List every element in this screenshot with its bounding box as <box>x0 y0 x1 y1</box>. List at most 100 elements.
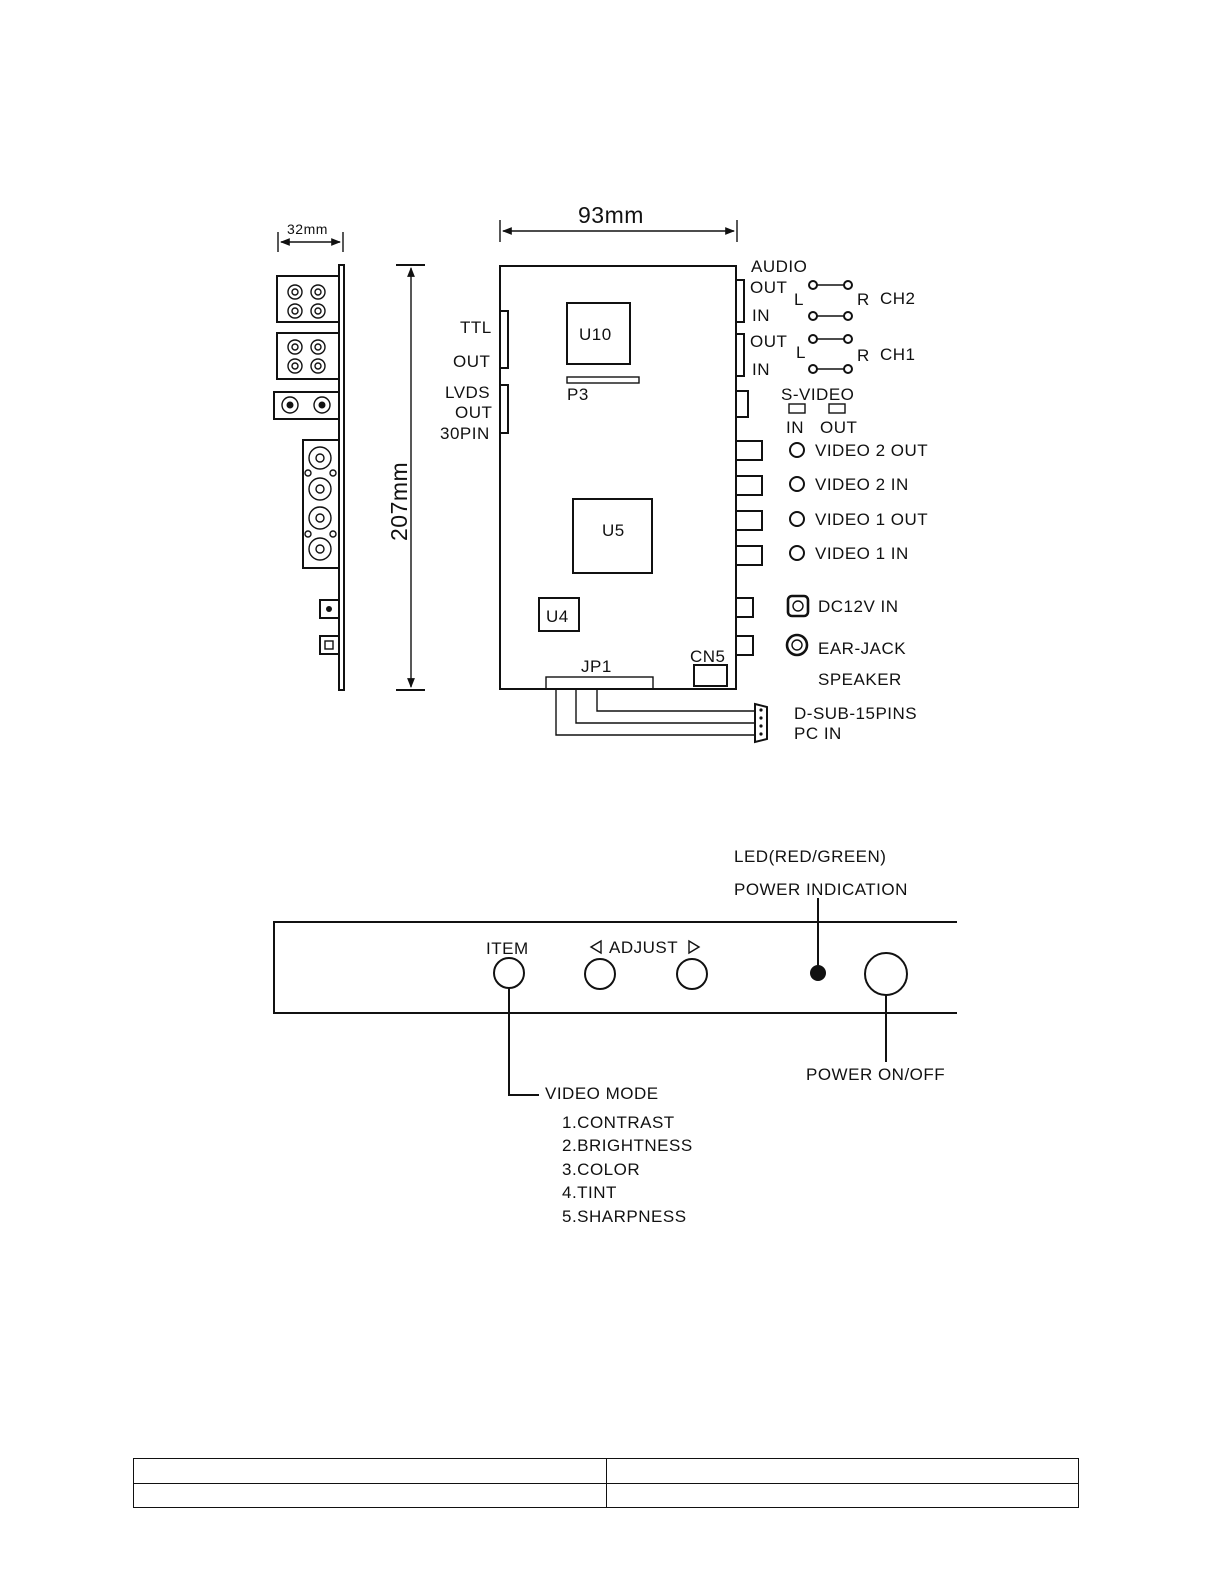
video1-out-jack <box>789 511 805 527</box>
connector-cn5-label: CN5 <box>690 647 726 666</box>
ear-jack-icon <box>785 633 809 657</box>
board-outline <box>499 265 737 690</box>
adjust-right-arrow-icon <box>688 939 701 955</box>
video1-out-connector <box>735 510 763 531</box>
audio-r-ch1: R <box>857 346 870 365</box>
ttl-out-label: OUT <box>453 352 490 371</box>
ch2-label: CH2 <box>880 289 916 308</box>
video1-in-label: VIDEO 1 IN <box>815 544 909 563</box>
connector-p3 <box>566 376 640 384</box>
audio-ch1-jacks <box>808 334 853 374</box>
side-rca-block-2 <box>276 332 340 380</box>
audio-out-ch2: OUT <box>750 278 787 297</box>
board-width-label: 93mm <box>578 202 644 228</box>
power-button[interactable] <box>864 952 908 996</box>
adjust-right-button[interactable] <box>676 958 708 990</box>
svideo-connector <box>735 390 749 418</box>
side-ear-jack <box>319 635 340 655</box>
ttl-out-connector <box>499 310 509 369</box>
power-onoff-label: POWER ON/OFF <box>806 1065 945 1084</box>
video2-in-label: VIDEO 2 IN <box>815 475 909 494</box>
table-cell <box>133 1458 607 1484</box>
control-panel: LED(RED/GREEN) POWER INDICATION ITEM ADJ… <box>273 847 957 1226</box>
audio-title: AUDIO <box>751 257 807 276</box>
audio-ch2-jacks <box>808 280 853 321</box>
chip-u10-label: U10 <box>579 325 612 344</box>
ear-jack-label: EAR-JACK <box>818 639 906 658</box>
connector-cn5 <box>693 664 728 687</box>
dc12v-label: DC12V IN <box>818 597 899 616</box>
svideo-in-label: IN <box>786 418 804 437</box>
menu-item-sharpness: 5.SHARPNESS <box>562 1207 687 1226</box>
audio-r-ch2: R <box>857 290 870 309</box>
side-svideo-block <box>273 391 340 420</box>
audio-in-ch1: IN <box>752 360 770 379</box>
svideo-title: S-VIDEO <box>781 385 854 404</box>
svideo-out-port <box>828 403 846 414</box>
chip-u5-label: U5 <box>602 521 625 540</box>
side-view: 32mm <box>273 221 425 691</box>
connector-jp1-label: JP1 <box>581 657 612 676</box>
height-dimension-label: 207mm <box>386 462 412 541</box>
side-rca-block-1 <box>276 275 340 323</box>
lvds-out-label: OUT <box>455 403 492 422</box>
video1-out-label: VIDEO 1 OUT <box>815 510 928 529</box>
item-label: ITEM <box>486 939 529 958</box>
menu-item-color: 3.COLOR <box>562 1160 640 1179</box>
video2-out-jack <box>789 442 805 458</box>
video2-in-jack <box>789 476 805 492</box>
svideo-out-label: OUT <box>820 418 857 437</box>
led-label: LED(RED/GREEN) <box>734 847 886 866</box>
side-video-block <box>302 439 340 569</box>
table-cell <box>605 1482 1079 1508</box>
table-row <box>133 1482 1079 1508</box>
audio-out-ch1: OUT <box>750 332 787 351</box>
chip-u5 <box>572 498 653 574</box>
ear-connector <box>735 635 754 656</box>
pc-in-label: PC IN <box>794 724 842 743</box>
audio-ch1-connector <box>735 333 745 377</box>
adjust-left-arrow-icon <box>589 939 602 955</box>
footer-table <box>133 1458 1079 1508</box>
board-view: 93mm U10 P3 U5 U4 CN5 JP1 TTL OUT LVDS O… <box>440 202 928 744</box>
ch1-label: CH1 <box>880 345 916 364</box>
item-leader-line <box>508 988 539 1096</box>
audio-in-ch2: IN <box>752 306 770 325</box>
video-mode-label: VIDEO MODE <box>545 1084 659 1103</box>
side-dc-jack <box>319 599 340 619</box>
power-led-indicator <box>810 965 826 981</box>
width-dimension-label: 32mm <box>287 221 328 237</box>
menu-item-tint: 4.TINT <box>562 1183 617 1202</box>
audio-l-ch1: L <box>796 343 806 362</box>
video2-out-label: VIDEO 2 OUT <box>815 441 928 460</box>
lvds-label: LVDS <box>445 383 490 402</box>
video2-in-connector <box>735 475 763 496</box>
connector-jp1 <box>545 676 654 690</box>
connector-p3-label: P3 <box>567 385 589 404</box>
chip-u4-label: U4 <box>546 607 569 626</box>
dc12v-jack <box>786 594 810 618</box>
adjust-left-button[interactable] <box>584 958 616 990</box>
video1-in-jack <box>789 545 805 561</box>
audio-l-ch2: L <box>794 290 804 309</box>
dc-connector <box>735 597 754 618</box>
table-cell <box>133 1482 607 1508</box>
menu-item-brightness: 2.BRIGHTNESS <box>562 1136 693 1155</box>
chip-u4 <box>538 597 580 632</box>
lvds-connector <box>499 384 509 434</box>
dsub-cable <box>555 689 768 744</box>
panel-outline <box>273 921 957 1014</box>
chip-u10 <box>566 302 631 365</box>
video1-in-connector <box>735 545 763 566</box>
menu-item-contrast: 1.CONTRAST <box>562 1113 675 1132</box>
ttl-label: TTL <box>460 318 492 337</box>
video2-out-connector <box>735 440 763 461</box>
lvds-30pin-label: 30PIN <box>440 424 490 443</box>
speaker-label: SPEAKER <box>818 670 902 689</box>
audio-ch2-connector <box>735 279 745 323</box>
item-button[interactable] <box>493 957 525 989</box>
power-indication-label: POWER INDICATION <box>734 880 908 899</box>
table-cell <box>605 1458 1079 1484</box>
table-row <box>133 1458 1079 1484</box>
